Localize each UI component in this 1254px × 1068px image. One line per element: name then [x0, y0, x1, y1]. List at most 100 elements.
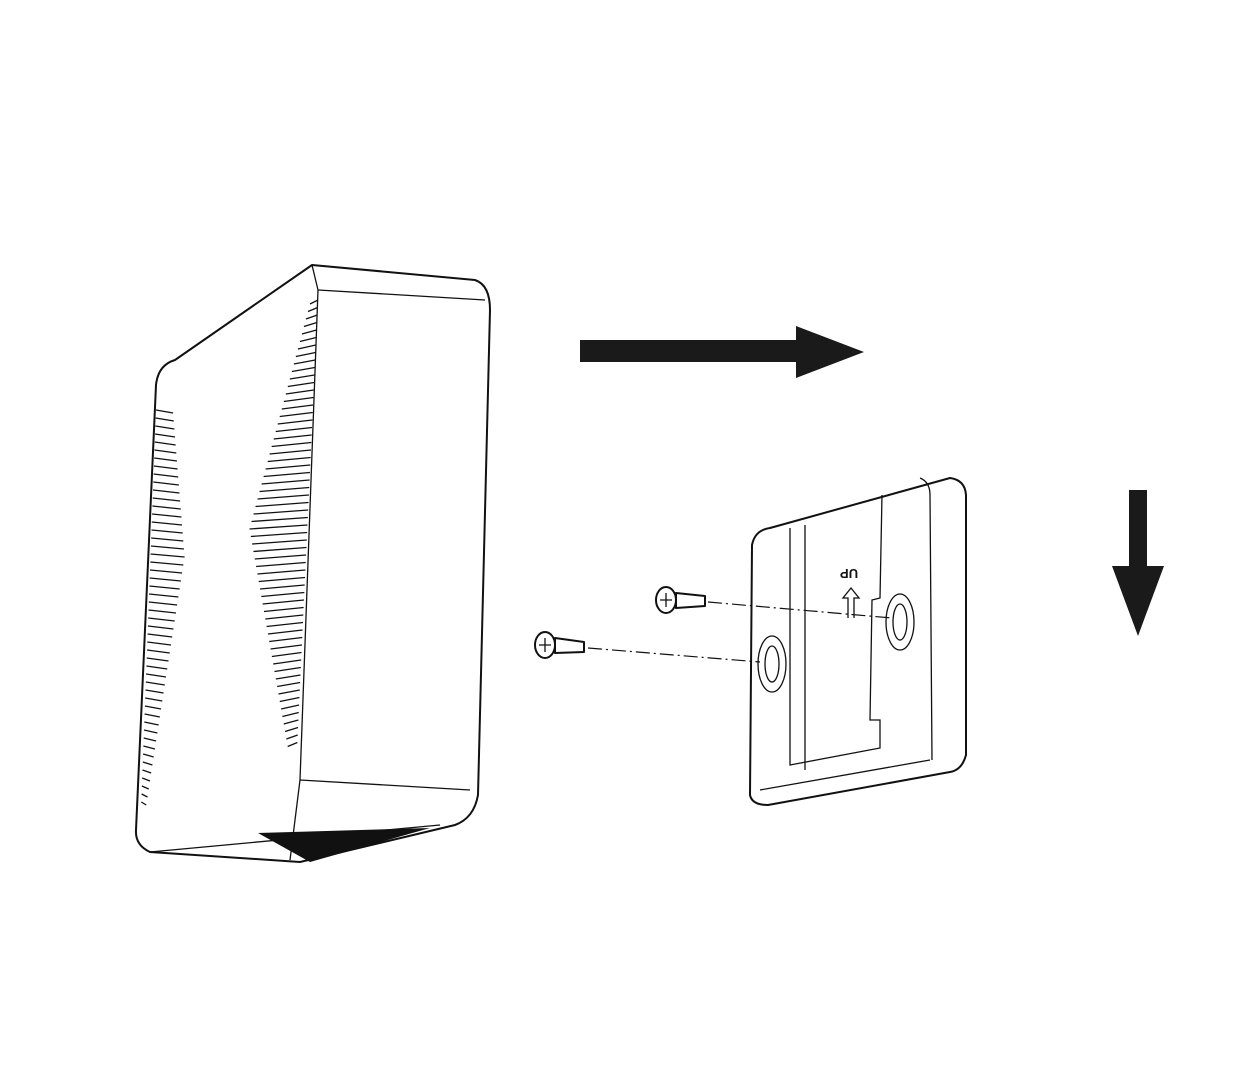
vent-slit — [155, 425, 175, 430]
vent-slit — [278, 689, 300, 695]
vent-slit — [263, 606, 304, 613]
vent-slit — [155, 433, 176, 438]
vent-slit — [155, 417, 174, 422]
vent-slit — [150, 561, 184, 566]
vent-slit — [286, 734, 298, 740]
vent-slit — [269, 449, 312, 455]
vent-slit — [154, 441, 176, 446]
vent-slit — [301, 329, 317, 335]
vent-slit — [148, 609, 177, 614]
vent-slit — [277, 419, 313, 425]
vent-slit — [295, 351, 316, 358]
vent-slit — [261, 591, 305, 598]
vent-slit — [259, 486, 310, 493]
device-bottom-notch — [258, 828, 430, 862]
vent-slit — [271, 441, 312, 448]
vent-slit — [277, 681, 301, 688]
vent-slit — [269, 636, 303, 643]
vent-slit — [153, 481, 179, 486]
vent-slit — [151, 537, 184, 542]
screw-upper — [655, 586, 706, 614]
vent-slit — [150, 545, 185, 550]
vent-slit — [154, 457, 178, 462]
arrow-down-icon — [1112, 490, 1164, 636]
vent-slit — [152, 505, 181, 510]
vent-slit — [280, 704, 300, 710]
arrow-right-icon — [580, 326, 864, 378]
vent-slit — [141, 785, 149, 790]
vent-slit — [155, 409, 174, 414]
vent-slit — [146, 657, 169, 662]
vent-slit — [147, 625, 174, 630]
vent-slit — [153, 473, 179, 478]
vent-slit — [251, 516, 308, 523]
vent-slit — [149, 585, 180, 590]
vent-slit — [152, 489, 180, 494]
wall-bracket — [749, 477, 967, 806]
vent-slit — [144, 721, 159, 726]
vent-slit — [149, 577, 181, 582]
vent-slit — [142, 769, 152, 774]
vent-slit — [142, 761, 153, 766]
vent-slit — [262, 599, 305, 605]
vent-slit — [271, 651, 302, 658]
vent-slit — [303, 321, 318, 328]
vent-slit — [287, 741, 298, 748]
vent-slit — [274, 666, 301, 673]
vent-slit — [284, 726, 299, 733]
vent-slit — [293, 359, 316, 365]
vent-slit — [150, 553, 185, 558]
vent-slit — [249, 524, 308, 530]
vent-slit — [145, 689, 164, 694]
vent-slit — [145, 681, 165, 686]
vent-slit — [283, 719, 299, 725]
vent-slit — [147, 633, 173, 638]
vent-slit — [279, 696, 300, 703]
vent-slit — [265, 464, 311, 470]
vent-slit — [291, 366, 315, 373]
device-housing — [134, 264, 491, 863]
vent-slit — [307, 306, 318, 313]
vent-slit — [152, 497, 181, 502]
vent-slit — [144, 705, 162, 710]
vent-slit — [146, 665, 168, 670]
vent-slit — [144, 713, 160, 718]
vent-slit — [287, 381, 315, 388]
vent-slit — [152, 513, 182, 518]
vent-slit — [151, 521, 183, 526]
vent-slit — [263, 471, 311, 478]
vent-slit — [261, 479, 310, 485]
vent-slit — [273, 434, 312, 440]
vent-slit — [148, 617, 175, 622]
vent-slit — [252, 539, 307, 545]
vent-slit — [143, 745, 156, 750]
vent-slit — [149, 593, 179, 598]
vent-slit — [309, 299, 319, 305]
vent-slit — [257, 569, 306, 575]
vent-slit — [253, 509, 309, 515]
vent-slit — [256, 561, 306, 568]
vent-slit — [151, 529, 183, 534]
vent-slit — [282, 711, 299, 718]
vent-slit — [143, 729, 158, 734]
vent-slit — [267, 629, 303, 635]
vent-slit — [266, 621, 304, 628]
vent-slit — [257, 494, 309, 500]
vent-slit — [154, 449, 177, 454]
device-vents — [140, 299, 319, 806]
vent-slit — [250, 531, 308, 538]
vent-slit — [275, 674, 301, 680]
vent-slit — [281, 404, 314, 410]
vent-slit — [146, 673, 167, 678]
vent-slit — [267, 456, 311, 463]
vent-slit — [255, 501, 309, 508]
vent-slit — [289, 374, 315, 380]
screw-lower — [534, 631, 585, 659]
vent-slit — [149, 569, 183, 574]
vent-slit — [254, 554, 307, 560]
vent-slit — [148, 601, 178, 606]
vent-slit — [141, 793, 148, 798]
vent-slit — [283, 396, 314, 403]
vent-slit — [305, 314, 318, 320]
vent-slit — [279, 411, 313, 418]
